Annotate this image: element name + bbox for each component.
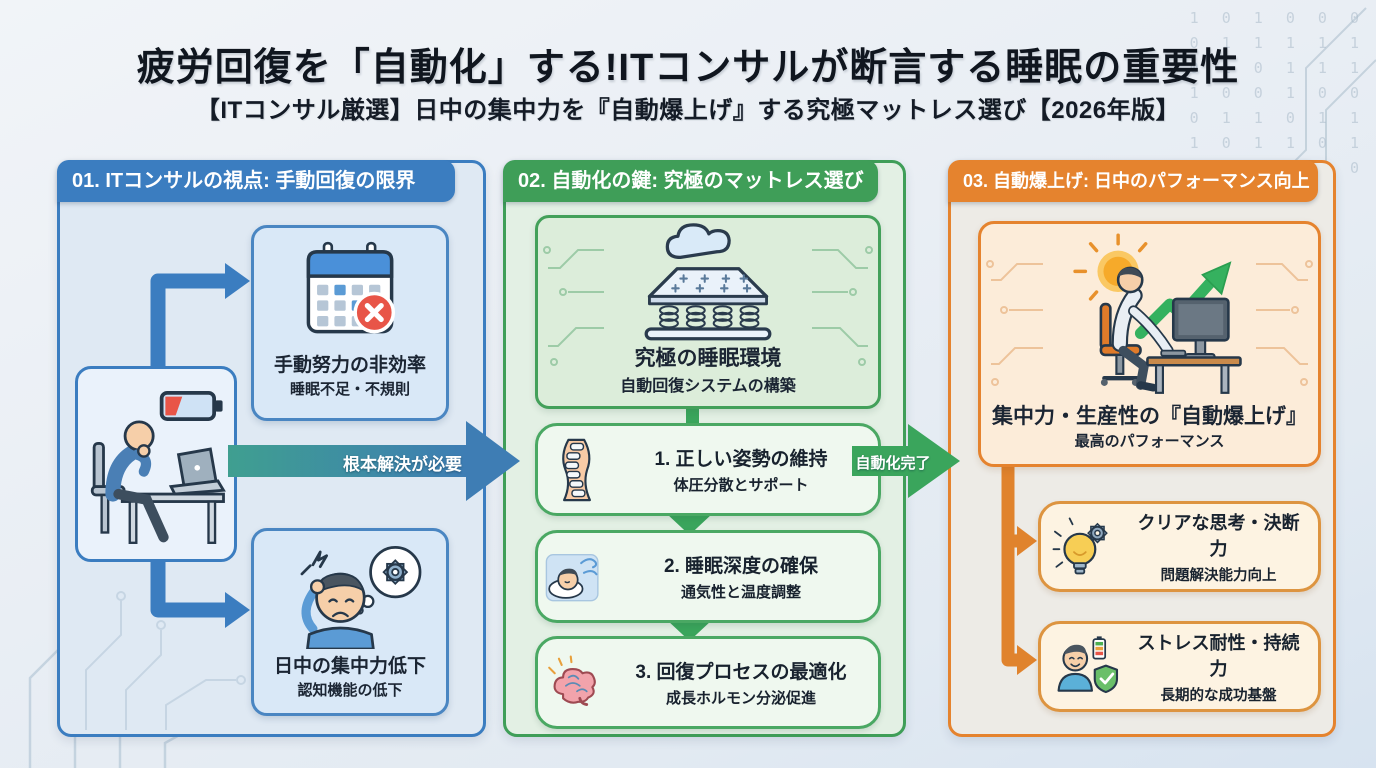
inefficiency-subtitle: 睡眠不足・不規則 bbox=[289, 381, 410, 398]
idea-bulb-gear-icon bbox=[1052, 516, 1108, 574]
inefficiency-title: 手動努力の非効率 bbox=[273, 355, 426, 376]
automation-done-arrow-label: 自動化完了 bbox=[855, 455, 931, 472]
circuit-pattern-right bbox=[812, 246, 873, 366]
panel2-header: 02. 自動化の鍵: 究極のマットレス選び bbox=[503, 160, 878, 202]
step-card-posture: 1. 正しい姿勢の維持 体圧分散とサポート bbox=[535, 423, 881, 516]
step1-title: 1. 正しい姿勢の維持 bbox=[654, 449, 828, 470]
inefficiency-card: 手動努力の非効率 睡眠不足・不規則 bbox=[251, 225, 449, 421]
focus-drop-title: 日中の集中力低下 bbox=[273, 656, 426, 677]
benefit-connectors bbox=[1001, 452, 1037, 675]
benefit2-title: ストレス耐性・持続力 bbox=[1137, 632, 1300, 679]
focus-drop-card: 日中の集中力低下 認知機能の低下 bbox=[251, 528, 449, 716]
panel3-header: 03. 自動爆上げ: 日中のパフォーマンス向上 bbox=[948, 160, 1318, 202]
step2-subtitle: 通気性と温度調整 bbox=[680, 584, 801, 601]
tired-worker-icon bbox=[90, 390, 226, 544]
subtitle: 【ITコンサル厳選】日中の集中力を『自動爆上げ』する究極マットレス選び【2026… bbox=[195, 97, 1181, 124]
mattress-cloud-icon bbox=[644, 223, 772, 341]
sleep-environment-subtitle: 自動回復システムの構築 bbox=[620, 378, 796, 395]
root-cause-arrow bbox=[228, 421, 520, 501]
performance-subtitle: 最高のパフォーマンス bbox=[1074, 433, 1225, 450]
resilience-person-icon bbox=[1057, 635, 1119, 693]
sleep-environment-title: 究極の睡眠環境 bbox=[634, 347, 782, 370]
brain-icon bbox=[548, 655, 596, 706]
sleep-environment-card: 究極の睡眠環境 自動回復システムの構築 bbox=[535, 215, 881, 409]
circuit-pattern-right bbox=[1256, 260, 1313, 386]
panel-performance-boost: 03. 自動爆上げ: 日中のパフォーマンス向上 bbox=[948, 160, 1336, 737]
headache-person-icon bbox=[300, 546, 422, 649]
main-title: 疲労回復を「自動化」する!ITコンサルが断言する睡眠の重要性 bbox=[136, 47, 1240, 89]
step2-title: 2. 睡眠深度の確保 bbox=[663, 556, 819, 577]
benefit-card-resilience: ストレス耐性・持続力 長期的な成功基盤 bbox=[1038, 621, 1321, 712]
benefit1-title: クリアな思考・決断力 bbox=[1137, 512, 1300, 559]
performance-title: 集中力・生産性の『自動爆上げ』 bbox=[992, 405, 1307, 428]
step-card-depth: 2. 睡眠深度の確保 通気性と温度調整 bbox=[535, 530, 881, 623]
productive-worker-icon bbox=[1072, 233, 1242, 394]
benefit2-subtitle: 長期的な成功基盤 bbox=[1160, 687, 1277, 704]
circuit-pattern-left bbox=[986, 260, 1043, 386]
calendar-error-icon bbox=[306, 241, 396, 334]
branch-arrows bbox=[150, 263, 250, 628]
automation-done-arrow bbox=[852, 424, 960, 498]
benefit1-subtitle: 問題解決能力向上 bbox=[1160, 567, 1277, 584]
sleeping-person-icon bbox=[545, 553, 599, 601]
root-cause-arrow-label: 根本解決が必要 bbox=[343, 455, 462, 474]
panel1-header: 01. ITコンサルの視点: 手動回復の限界 bbox=[57, 160, 455, 202]
step1-subtitle: 体圧分散とサポート bbox=[673, 477, 809, 494]
spine-icon bbox=[562, 438, 591, 501]
step3-subtitle: 成長ホルモン分泌促進 bbox=[665, 690, 816, 707]
panel-mattress-selection: 02. 自動化の鍵: 究極のマットレス選び bbox=[503, 160, 906, 737]
focus-drop-subtitle: 認知機能の低下 bbox=[297, 682, 403, 699]
benefit-card-clarity: クリアな思考・決断力 問題解決能力向上 bbox=[1038, 501, 1321, 592]
step-card-recovery: 3. 回復プロセスの最適化 成長ホルモン分泌促進 bbox=[535, 636, 881, 729]
performance-card: 集中力・生産性の『自動爆上げ』 最高のパフォーマンス bbox=[978, 221, 1321, 467]
circuit-pattern-panel1 bbox=[85, 591, 246, 730]
circuit-pattern-left bbox=[543, 246, 604, 366]
step3-title: 3. 回復プロセスの最適化 bbox=[635, 662, 847, 683]
tired-worker-card bbox=[75, 366, 237, 562]
